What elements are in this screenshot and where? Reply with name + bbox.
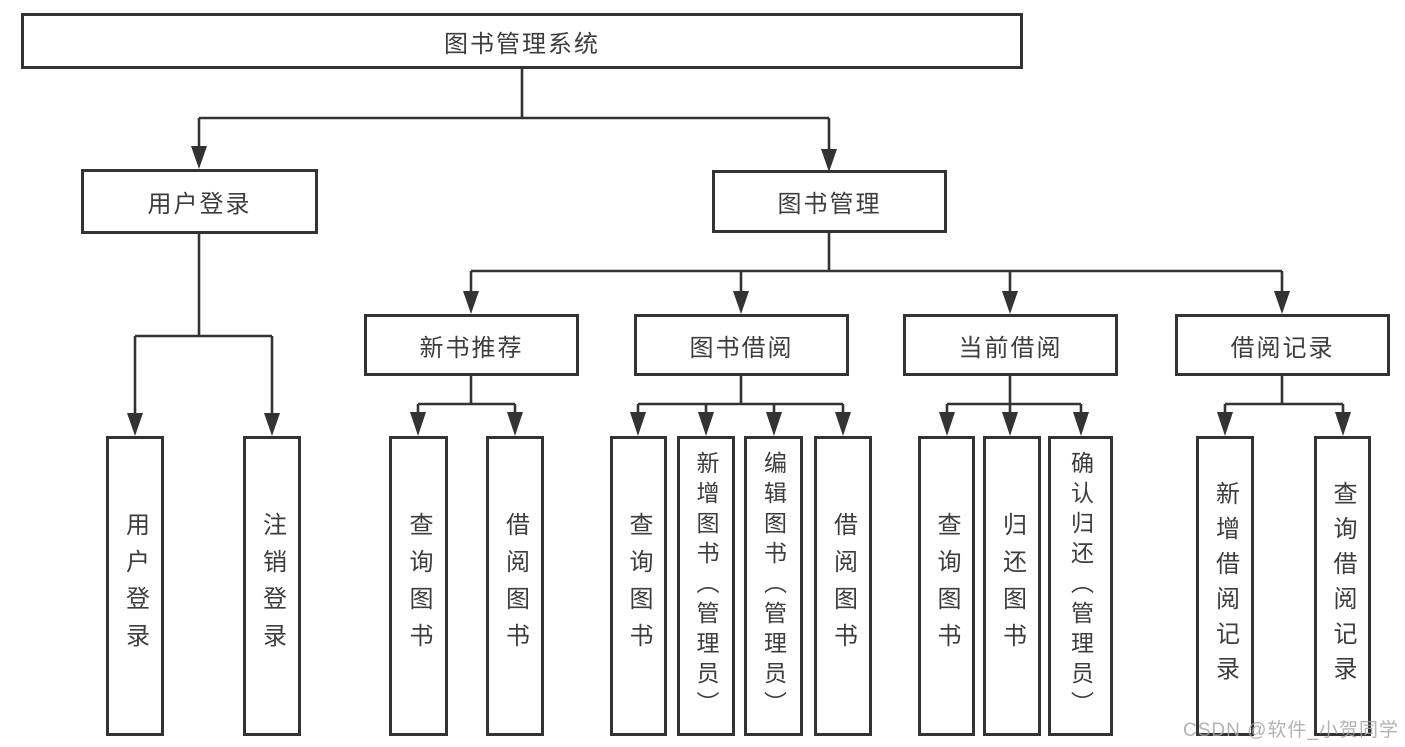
connector-book-borrow-children	[630, 376, 851, 436]
leaf-return-book: 归还图书	[983, 436, 1041, 736]
leaf-user-login-label: 用户登录	[121, 512, 149, 660]
leaf-confirm-return-admin: 确认归还（管理员）	[1048, 436, 1113, 736]
node-root: 图书管理系统	[21, 13, 1023, 69]
node-book-borrow: 图书借阅	[634, 314, 849, 376]
leaf-return-book-label: 归还图书	[998, 512, 1026, 660]
connector-book-management-level2	[463, 233, 1290, 314]
connector-user-login-children	[127, 234, 280, 436]
leaf-query-books-2: 查询图书	[610, 436, 667, 736]
leaf-query-books-2-label: 查询图书	[625, 512, 652, 660]
leaf-borrow-books-1-label: 借阅图书	[501, 512, 529, 660]
node-book-management: 图书管理	[712, 170, 947, 233]
leaf-edit-book-admin-label: 编辑图书（管理员）	[760, 451, 787, 721]
leaf-query-borrow-record: 查询借阅记录	[1314, 436, 1371, 736]
connector-root-level1	[191, 69, 837, 172]
node-borrow-records: 借阅记录	[1175, 314, 1390, 376]
watermark: CSDN @软件_小贺同学	[1183, 720, 1399, 741]
leaf-query-books-3-label: 查询图书	[933, 512, 960, 660]
connector-new-book-children	[410, 376, 523, 436]
leaf-query-books-1-label: 查询图书	[405, 512, 432, 660]
connector-current-borrow-children	[939, 376, 1089, 436]
leaf-query-borrow-record-label: 查询借阅记录	[1329, 481, 1356, 691]
leaf-query-books-1: 查询图书	[389, 436, 448, 736]
leaf-logout-label: 注销登录	[258, 512, 286, 660]
leaf-add-book-admin: 新增图书（管理员）	[677, 436, 735, 736]
connector-borrow-records-children	[1217, 376, 1351, 436]
leaf-borrow-books-2-label: 借阅图书	[829, 512, 857, 660]
leaf-borrow-books-2: 借阅图书	[814, 436, 872, 736]
leaf-query-books-3: 查询图书	[918, 436, 975, 736]
leaf-add-borrow-record: 新增借阅记录	[1196, 436, 1254, 736]
node-new-book-recommend: 新书推荐	[364, 314, 579, 376]
node-user-login: 用户登录	[81, 169, 318, 234]
leaf-add-book-admin-label: 新增图书（管理员）	[693, 451, 719, 721]
leaf-logout: 注销登录	[243, 436, 301, 736]
leaf-edit-book-admin: 编辑图书（管理员）	[744, 436, 803, 736]
leaf-borrow-books-1: 借阅图书	[486, 436, 544, 736]
node-current-borrow: 当前借阅	[903, 314, 1118, 376]
leaf-user-login: 用户登录	[106, 436, 164, 736]
leaf-add-borrow-record-label: 新增借阅记录	[1211, 481, 1239, 691]
leaf-confirm-return-admin-label: 确认归还（管理员）	[1067, 451, 1094, 721]
